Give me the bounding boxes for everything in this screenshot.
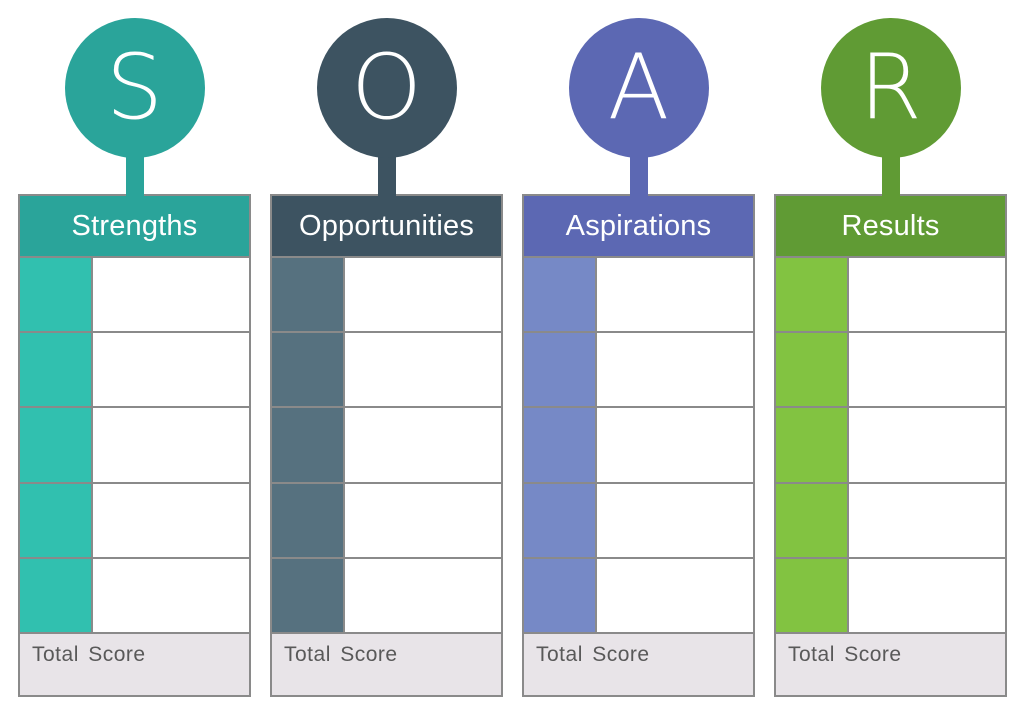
entry-cell	[849, 258, 1005, 332]
entry-cell	[345, 258, 501, 332]
results-rows	[774, 258, 1007, 633]
results-total-score-row: Total Score	[774, 632, 1007, 697]
entry-cell	[849, 408, 1005, 482]
entry-cell	[849, 333, 1005, 407]
strengths-total-score-row: Total Score	[18, 632, 251, 697]
score-cell	[272, 483, 345, 557]
table-row	[272, 333, 501, 409]
table-row	[776, 483, 1005, 559]
score-cell	[272, 333, 345, 407]
score-cell	[776, 258, 849, 332]
score-cell	[524, 408, 597, 482]
aspirations-panel: Aspirations Total Score	[522, 194, 755, 697]
table-row	[776, 408, 1005, 484]
opportunities-letter: O	[351, 35, 422, 140]
aspirations-letter: A	[607, 35, 670, 140]
strengths-panel: Strengths Total Score	[18, 194, 251, 697]
column-aspirations: A Aspirations Total Score	[522, 0, 755, 716]
opportunities-header: Opportunities	[270, 194, 503, 258]
table-row	[524, 558, 753, 633]
score-cell	[776, 408, 849, 482]
column-strengths: S Strengths Total Score	[18, 0, 251, 716]
results-header: Results	[774, 194, 1007, 258]
entry-cell	[93, 408, 249, 482]
results-title: Results	[841, 209, 940, 242]
total-score-label: Total Score	[788, 643, 902, 666]
score-cell	[776, 483, 849, 557]
entry-cell	[849, 483, 1005, 557]
strengths-rows	[18, 258, 251, 633]
table-row	[272, 558, 501, 633]
table-row	[272, 483, 501, 559]
total-score-label: Total Score	[536, 643, 650, 666]
total-score-label: Total Score	[284, 643, 398, 666]
entry-cell	[849, 558, 1005, 633]
strengths-letter: S	[105, 35, 164, 140]
entry-cell	[597, 483, 753, 557]
entry-cell	[345, 483, 501, 557]
entry-cell	[597, 258, 753, 332]
aspirations-title: Aspirations	[565, 209, 712, 242]
entry-cell	[597, 333, 753, 407]
aspirations-letter-badge: A	[568, 18, 709, 158]
table-row	[20, 333, 249, 409]
score-cell	[20, 558, 93, 633]
score-cell	[20, 408, 93, 482]
score-cell	[524, 558, 597, 633]
strengths-header: Strengths	[18, 194, 251, 258]
aspirations-rows	[522, 258, 755, 633]
score-cell	[524, 333, 597, 407]
score-cell	[272, 258, 345, 332]
opportunities-letter-badge: O	[316, 18, 457, 158]
aspirations-header: Aspirations	[522, 194, 755, 258]
table-row	[524, 408, 753, 484]
entry-cell	[345, 558, 501, 633]
score-cell	[776, 333, 849, 407]
aspirations-total-score-row: Total Score	[522, 632, 755, 697]
entry-cell	[93, 558, 249, 633]
strengths-title: Strengths	[71, 209, 198, 242]
entry-cell	[597, 408, 753, 482]
table-row	[20, 558, 249, 633]
opportunities-rows	[270, 258, 503, 633]
table-row	[776, 558, 1005, 633]
entry-cell	[93, 483, 249, 557]
score-cell	[272, 558, 345, 633]
opportunities-total-score-row: Total Score	[270, 632, 503, 697]
score-cell	[524, 483, 597, 557]
column-results: R Results Total Score	[774, 0, 1007, 716]
score-cell	[20, 333, 93, 407]
results-letter-badge: R	[820, 18, 961, 158]
opportunities-title: Opportunities	[298, 209, 475, 242]
table-row	[20, 408, 249, 484]
results-letter: R	[859, 35, 922, 140]
score-cell	[776, 558, 849, 633]
opportunities-panel: Opportunities Total Score	[270, 194, 503, 697]
score-cell	[20, 483, 93, 557]
strengths-letter-badge: S	[64, 18, 205, 158]
entry-cell	[93, 258, 249, 332]
table-row	[524, 483, 753, 559]
table-row	[272, 258, 501, 334]
score-cell	[20, 258, 93, 332]
entry-cell	[597, 558, 753, 633]
column-opportunities: O Opportunities Total Score	[270, 0, 503, 716]
table-row	[20, 483, 249, 559]
entry-cell	[345, 408, 501, 482]
table-row	[272, 408, 501, 484]
table-row	[524, 333, 753, 409]
score-cell	[272, 408, 345, 482]
table-row	[776, 258, 1005, 334]
entry-cell	[93, 333, 249, 407]
total-score-label: Total Score	[32, 643, 146, 666]
table-row	[776, 333, 1005, 409]
score-cell	[524, 258, 597, 332]
table-row	[20, 258, 249, 334]
table-row	[524, 258, 753, 334]
results-panel: Results Total Score	[774, 194, 1007, 697]
entry-cell	[345, 333, 501, 407]
